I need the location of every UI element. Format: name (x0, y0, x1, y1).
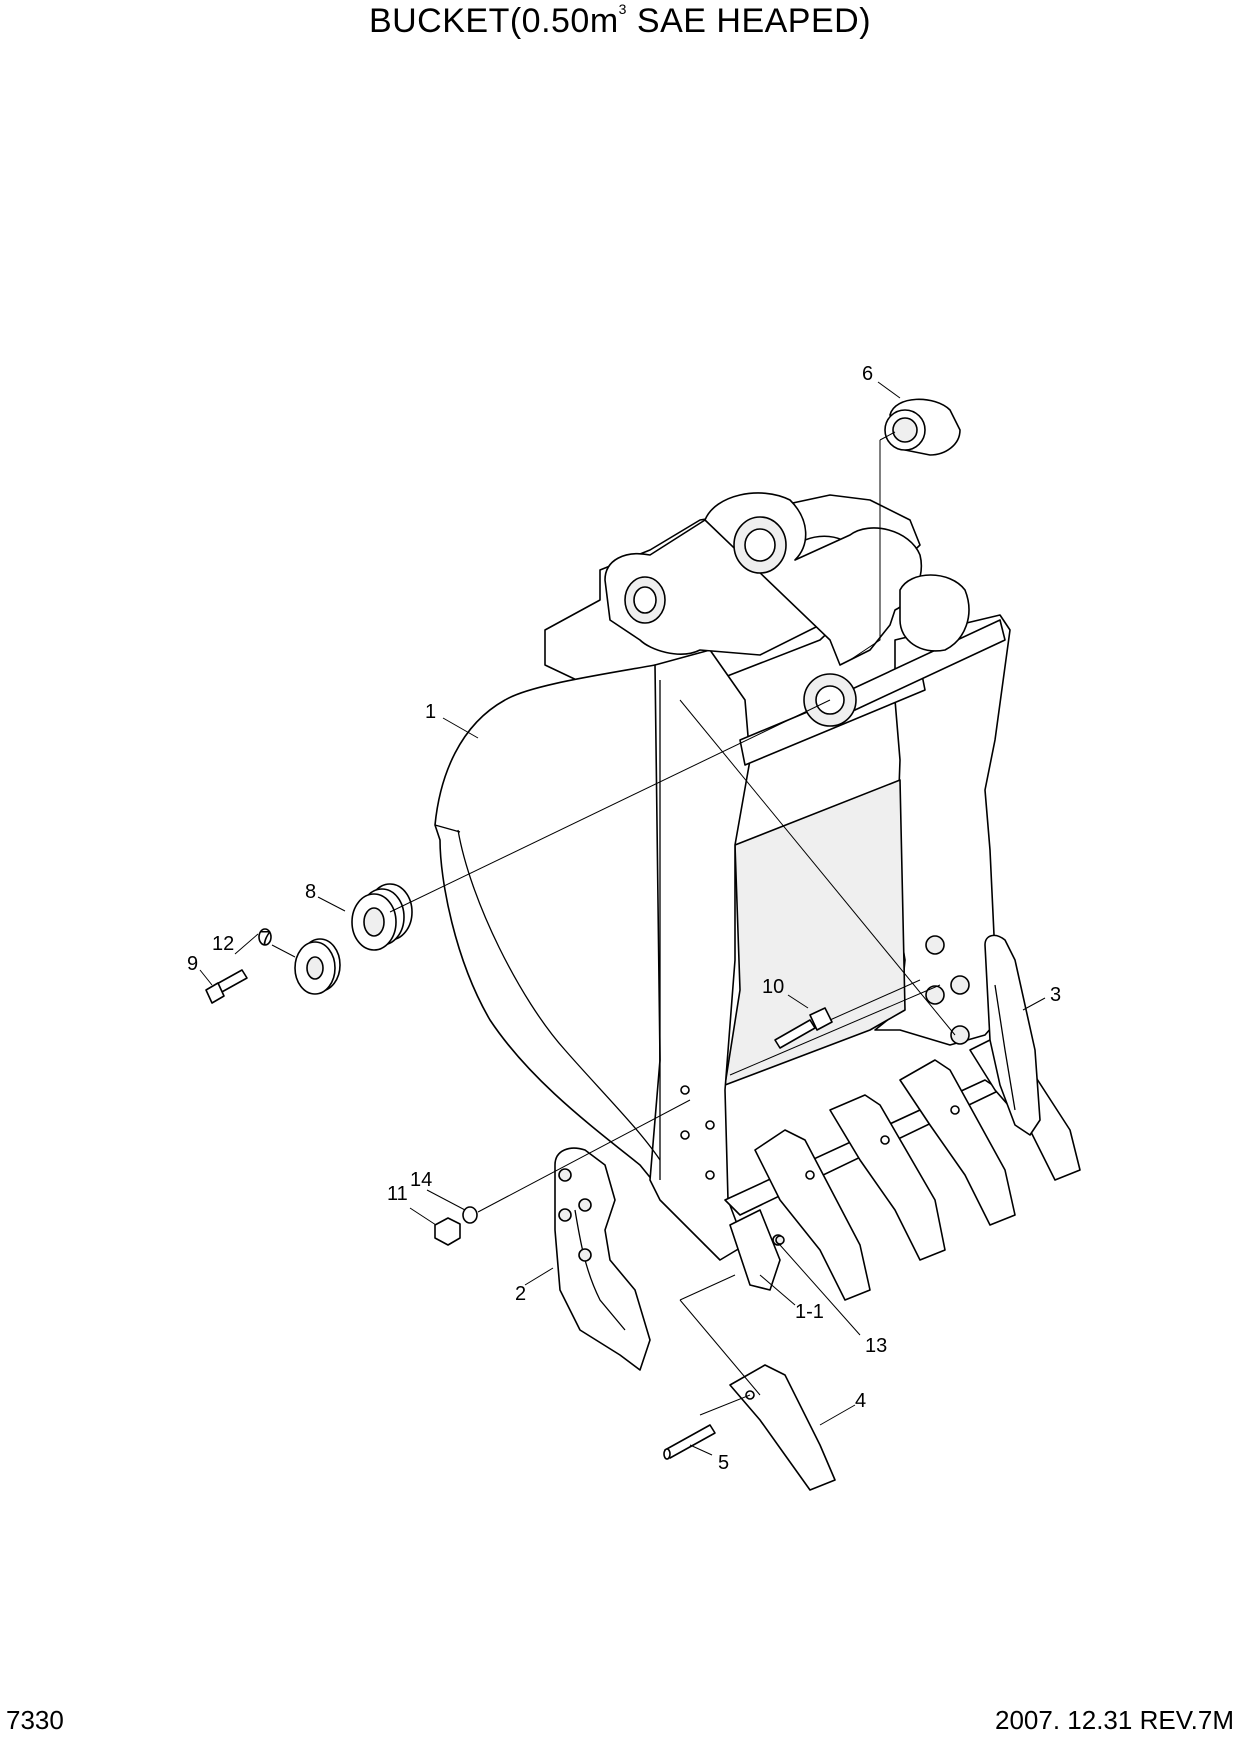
bucket-body (434, 492, 1011, 1261)
callout-11: 11 (387, 1183, 408, 1205)
title-main: BUCKET(0.50m (368, 2, 619, 40)
callout-10: 10 (762, 976, 784, 998)
callout-6: 6 (862, 363, 873, 385)
callout-3: 3 (1050, 984, 1061, 1006)
title-superscript: 3 (618, 0, 627, 17)
callout-5: 5 (718, 1452, 729, 1474)
title-tail: SAE HEAPED) (626, 2, 872, 40)
callout-14: 14 (410, 1169, 432, 1191)
page-number: 7330 (6, 1705, 64, 1735)
bushing (884, 398, 961, 456)
callout-13: 13 (865, 1335, 887, 1357)
callout-12: 12 (212, 933, 234, 955)
callout-7: 7 (260, 928, 271, 950)
leader-lines (199, 381, 1046, 1456)
pin-end-hardware (205, 883, 833, 1246)
side-cutter-right (984, 934, 1041, 1136)
revision-date: 2007. 12.31 REV.7M (995, 1705, 1234, 1735)
tooth-and-pin (663, 1364, 836, 1491)
callout-8: 8 (305, 881, 316, 903)
callout-labels: 1 1-1 2 3 4 5 6 7 8 9 10 11 12 13 14 (187, 363, 1061, 1474)
assembly-lines (389, 431, 956, 1416)
side-cutter-left (554, 1147, 651, 1371)
diagram-title: BUCKET(0.50m3 SAE HEAPED) (0, 0, 1240, 41)
callout-4: 4 (855, 1390, 866, 1412)
callout-9: 9 (187, 953, 198, 975)
callout-1: 1 (425, 701, 436, 723)
callout-1-1: 1-1 (795, 1301, 824, 1323)
callout-2: 2 (515, 1283, 526, 1305)
